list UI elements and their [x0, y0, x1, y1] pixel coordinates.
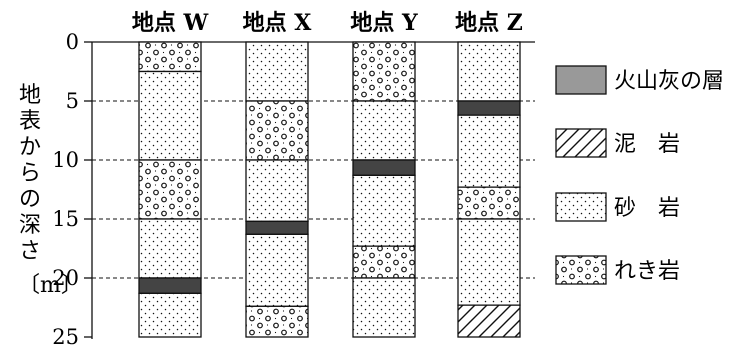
legend-item-gravel: れき岩: [556, 256, 680, 284]
layer-sand: [246, 160, 308, 221]
layer-sand: [353, 101, 415, 160]
legend-item-mudstone: 泥 岩: [556, 129, 680, 157]
tick-label-0: 0: [66, 30, 79, 54]
layer-gravel: [139, 42, 201, 72]
layer-sand: [458, 219, 520, 305]
legend-swatch-sand: [556, 193, 606, 221]
layer-sand: [139, 72, 201, 161]
layer-sand: [353, 278, 415, 337]
column-title: 地点 Z: [455, 10, 523, 36]
depth-unit-label: 〔m〕: [18, 273, 83, 298]
column-title: 地点 X: [243, 10, 313, 36]
legend-item-ash: 火山灰の層: [556, 66, 724, 94]
column-4: [458, 42, 520, 337]
layer-mudstone: [458, 305, 520, 337]
legend-item-sand: 砂 岩: [556, 193, 680, 221]
column-title: 地点 W: [132, 10, 209, 36]
layer-gravel: [246, 306, 308, 337]
axis-label-char: か: [19, 135, 41, 160]
column-titles: 地点 W 地点 X 地点 Y 地点 Z: [132, 10, 523, 36]
layer-gravel: [246, 101, 308, 160]
layer-ash: [246, 221, 308, 234]
tick-label-10: 10: [52, 148, 79, 172]
legend-swatch-mudstone: [556, 129, 606, 157]
axis-label-char: の: [19, 187, 41, 212]
depth-axis: [84, 42, 92, 339]
layer-sand: [246, 42, 308, 101]
legend-label: れき岩: [614, 259, 680, 284]
axis-label-char: さ: [19, 239, 41, 264]
column-title: 地点 Y: [350, 10, 418, 36]
legend-label: 砂 岩: [614, 196, 680, 221]
layer-gravel: [458, 187, 520, 219]
column-3: [353, 42, 415, 337]
legend-label: 火山灰の層: [614, 69, 724, 94]
axis-label-char: 表: [19, 109, 41, 134]
layer-sand: [458, 115, 520, 187]
legend-swatch-gravel: [556, 256, 606, 284]
axis-label-char: 深: [19, 213, 41, 238]
layer-sand: [458, 42, 520, 101]
legend-swatch-ash: [556, 66, 606, 94]
layer-gravel: [139, 160, 201, 219]
tick-label-25: 25: [52, 325, 79, 347]
layer-sand: [353, 175, 415, 246]
layer-ash: [458, 101, 520, 115]
layer-sand: [246, 234, 308, 306]
axis-label-char: ら: [19, 161, 41, 186]
axis-label-char: 地: [19, 83, 41, 108]
layer-gravel: [353, 246, 415, 278]
layer-ash: [353, 160, 415, 175]
layer-gravel: [353, 42, 415, 101]
column-1: [139, 42, 201, 337]
legend-label: 泥 岩: [614, 132, 680, 157]
columns: [139, 42, 520, 337]
tick-label-15: 15: [52, 207, 79, 231]
layer-sand: [139, 293, 201, 337]
column-2: [246, 42, 308, 337]
layer-sand: [139, 219, 201, 278]
layer-ash: [139, 278, 201, 293]
tick-label-5: 5: [66, 89, 79, 113]
